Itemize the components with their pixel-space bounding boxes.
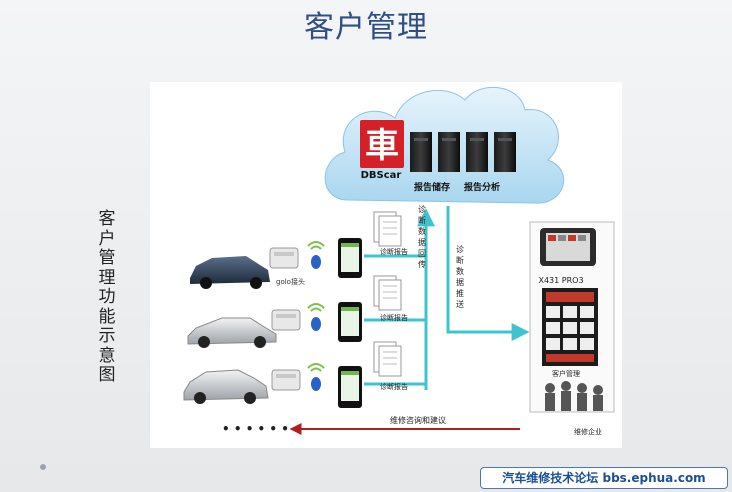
report-document-icon	[373, 341, 402, 377]
bluetooth-icon	[311, 317, 321, 331]
upload-char: 回	[418, 249, 426, 258]
server-label-analysis: 报告分析	[464, 181, 500, 193]
suv-icon	[190, 256, 270, 284]
advice-label: 维修咨询和建议	[390, 415, 446, 425]
side-label: 客 户 管 理 功 能 示 意 图	[96, 209, 118, 386]
push-char: 据	[456, 277, 464, 287]
bluetooth-icon	[311, 377, 321, 391]
vehicle-row: 诊断报告	[187, 275, 408, 348]
bluetooth-icon	[311, 255, 321, 269]
tablet-caption: 客户管理	[552, 369, 580, 378]
report-document-icon	[373, 211, 402, 247]
push-label: 诊 断 数 据 推 送	[456, 244, 464, 309]
push-char: 断	[456, 255, 464, 265]
push-char: 送	[456, 299, 464, 309]
server-icon	[466, 132, 488, 172]
obd-connector-icon	[271, 309, 301, 331]
side-label-char: 能	[98, 306, 116, 327]
forum-watermark: 汽车维修技术论坛 bbs.ephua.com	[480, 467, 728, 489]
upload-char: 断	[418, 215, 426, 225]
server-label-store: 报告储存	[414, 181, 450, 193]
side-label-char: 功	[98, 287, 116, 307]
sedan-icon	[187, 317, 277, 345]
side-label-char: 户	[98, 228, 116, 249]
wifi-signal-icon	[307, 363, 325, 372]
obd-label: golo接头	[276, 277, 305, 286]
side-label-char: 管	[98, 248, 116, 268]
upload-char: 据	[418, 237, 426, 247]
ellipsis-more: • • • • • •	[222, 422, 289, 436]
vehicle-row: 诊断报告	[183, 341, 408, 408]
obd-connector-icon	[271, 369, 301, 391]
tablet-group: X431 PRO3 客户管理 维修企业	[529, 221, 615, 436]
report-label: 诊断报告	[380, 247, 408, 256]
report-document-icon	[373, 275, 402, 311]
side-label-char: 意	[98, 345, 116, 366]
flow-line	[446, 206, 530, 341]
workshop-label: 维修企业	[574, 427, 602, 436]
server-icon	[494, 132, 516, 172]
cloud-group: 車 DBScar 报告储存 报告分析	[324, 86, 565, 204]
upload-char: 传	[418, 259, 426, 269]
side-label-char: 图	[98, 365, 116, 385]
server-icon	[410, 132, 432, 172]
push-char: 推	[456, 288, 464, 298]
upload-flow	[364, 206, 530, 390]
upload-char: 数	[418, 226, 426, 236]
report-label: 诊断报告	[380, 382, 408, 391]
push-char: 诊	[456, 244, 464, 254]
side-label-char: 示	[98, 326, 116, 346]
upload-char: 诊	[418, 204, 426, 214]
side-label-char: 客	[98, 209, 116, 229]
report-label: 诊断报告	[380, 313, 408, 322]
vehicle-row: golo接头 诊断报告	[190, 211, 408, 289]
side-label-char: 理	[98, 267, 116, 288]
slide-bullet	[40, 464, 46, 470]
dbscar-logo	[360, 120, 404, 168]
logo-brand: DBScar	[361, 170, 402, 181]
server-icon	[438, 132, 460, 172]
wifi-signal-icon	[307, 303, 325, 312]
obd-connector-icon	[269, 247, 299, 269]
hatchback-icon	[183, 369, 269, 401]
mechanics-group-icon	[545, 381, 603, 411]
page-title: 客户管理	[304, 10, 428, 45]
wifi-signal-icon	[307, 241, 325, 250]
tablet-model: X431 PRO3	[538, 276, 583, 285]
push-char: 数	[456, 266, 464, 276]
logo-char: 車	[365, 126, 399, 166]
upload-label: 诊 断 数 据 回 传	[418, 204, 426, 269]
